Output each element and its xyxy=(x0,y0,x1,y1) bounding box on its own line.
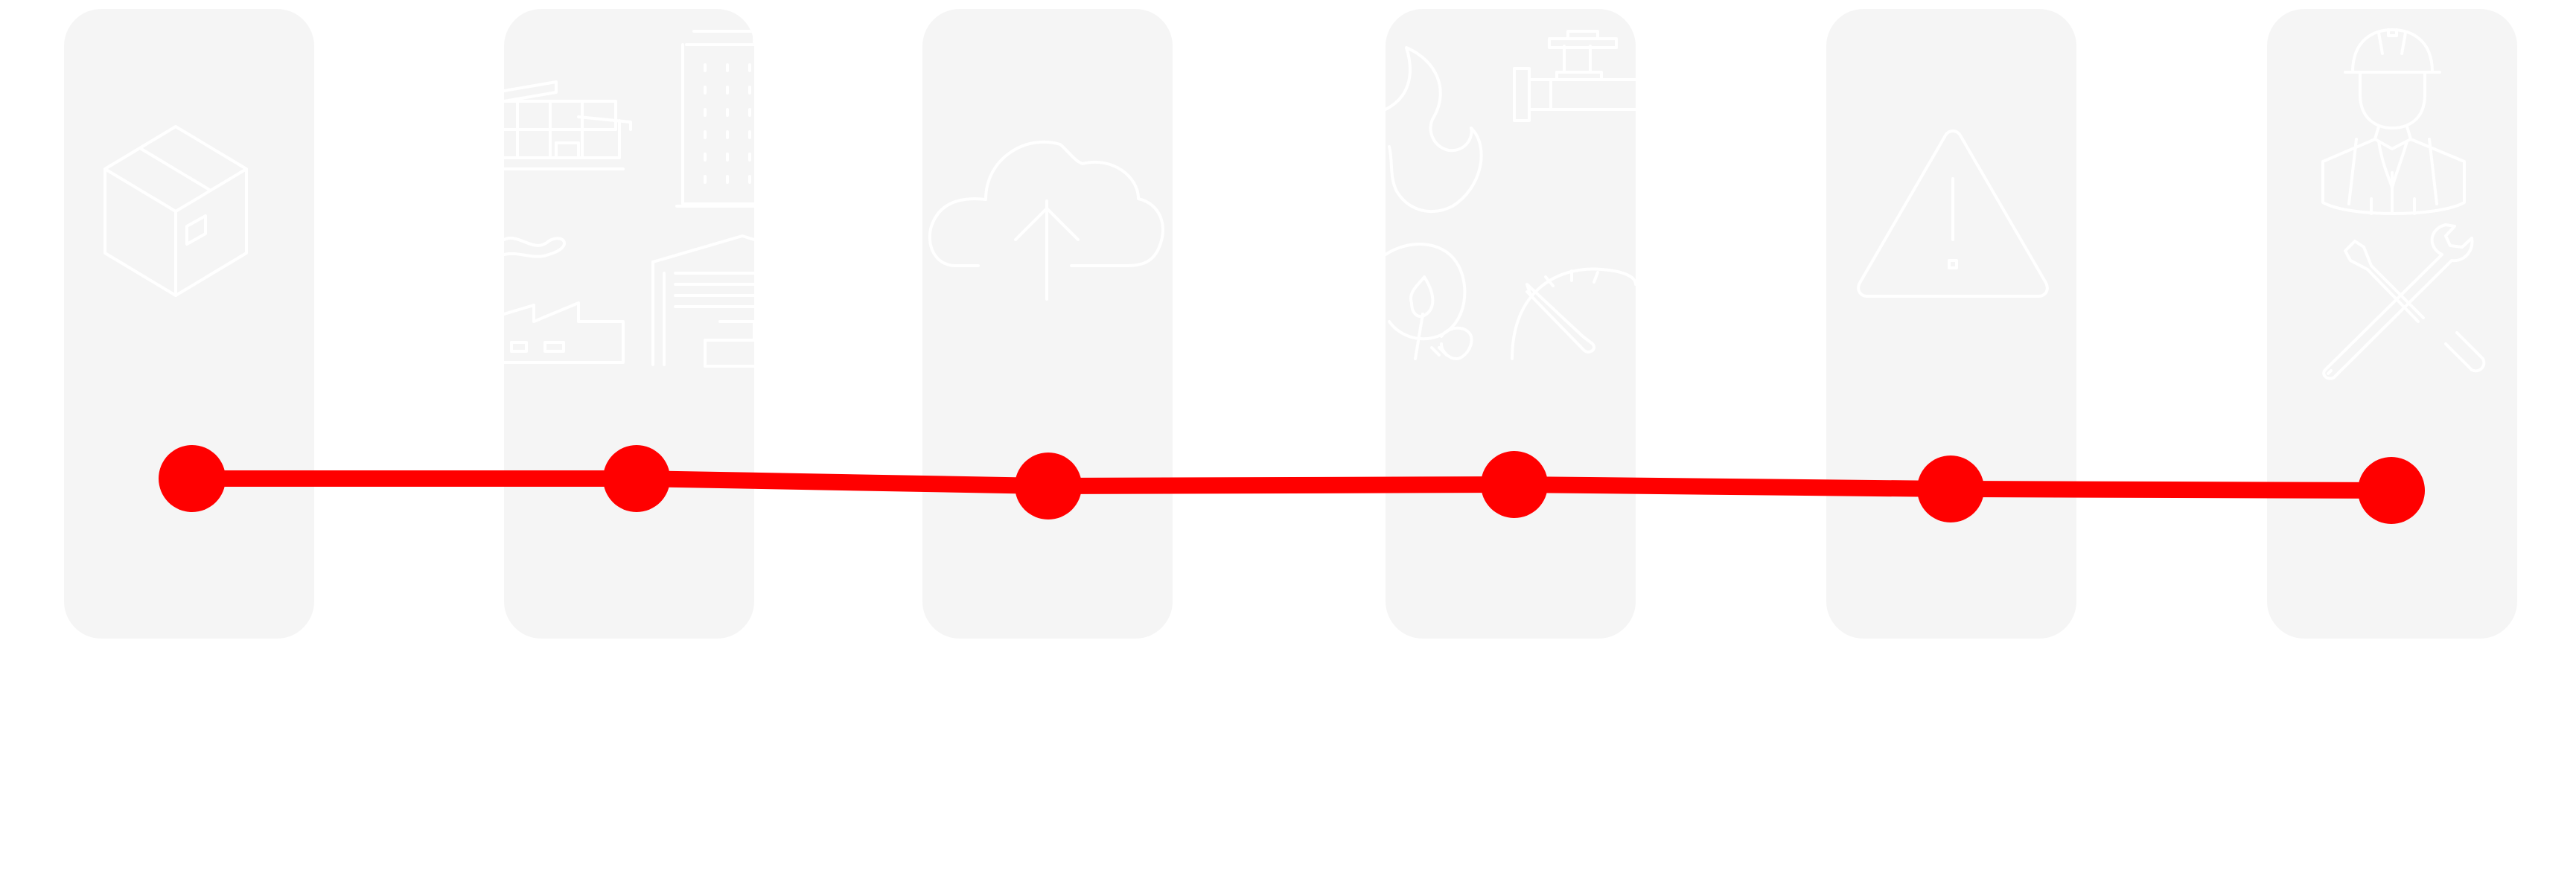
warning-triangle-icon xyxy=(1857,130,2049,298)
package-box-icon xyxy=(103,125,248,297)
timeline-card-1 xyxy=(64,9,314,639)
fire-gas-pipe-gauge-icon xyxy=(1386,30,1636,360)
timeline-card-6 xyxy=(2267,9,2517,639)
timeline-card-5 xyxy=(1826,9,2076,639)
cloud-upload-icon xyxy=(928,140,1164,301)
timeline-card-2 xyxy=(504,9,754,639)
factory-buildings-icon xyxy=(504,30,754,368)
timeline-card-4 xyxy=(1386,9,1636,639)
worker-tools-icon xyxy=(2321,28,2486,380)
timeline-card-3 xyxy=(922,9,1173,639)
